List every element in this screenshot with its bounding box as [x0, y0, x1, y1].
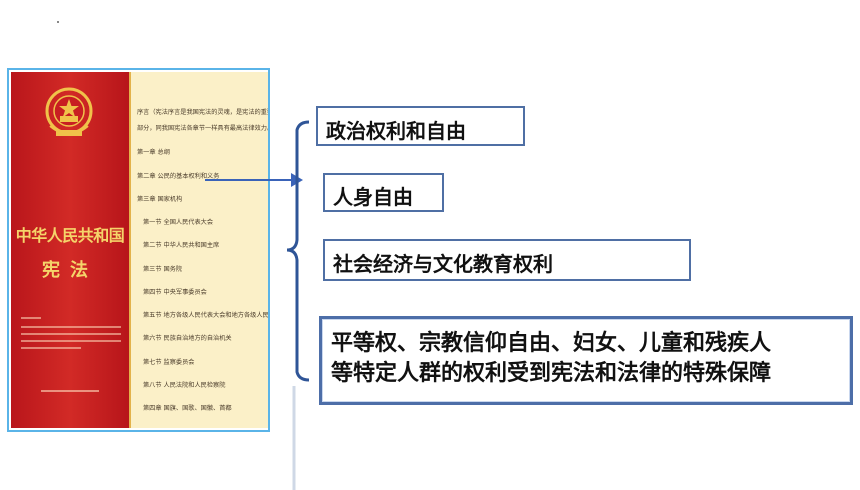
- social-economic-rights-box: 社会经济与文化教育权利: [323, 239, 691, 281]
- cover-publisher-mark: [41, 390, 99, 392]
- personal-freedom-box: 人身自由: [323, 173, 444, 212]
- toc-item: 第六节 民族自治地方的自治机关: [143, 335, 232, 342]
- toc-item: 第七节 监察委员会: [143, 359, 195, 366]
- toc-item: 第二节 中华人民共和国主席: [143, 242, 220, 249]
- toc-item: 第三章 国家机构: [137, 196, 183, 203]
- toc-item: 第二章 公民的基本权利和义务: [137, 173, 220, 180]
- cover-small-print: [21, 312, 121, 354]
- cover-subtitle: 宪法: [42, 260, 98, 281]
- special-protection-line-1: 平等权、宗教信仰自由、妇女、儿童和残疾人: [331, 331, 772, 356]
- table-of-contents: 序言（宪法序言是我国宪法的灵魂，是宪法的重要组成 部分，同我国宪法各章节一样具有…: [131, 72, 268, 428]
- toc-item: 第一节 全国人民代表大会: [143, 219, 214, 226]
- decorative-dot: [57, 21, 59, 23]
- bracket-icon: [286, 120, 310, 490]
- national-emblem-icon: [45, 87, 93, 136]
- toc-item: 第四节 中央军事委员会: [143, 289, 207, 296]
- toc-item: 第五节 地方各级人民代表大会和地方各级人民政府: [143, 312, 268, 319]
- toc-item: 第一章 总纲: [137, 149, 170, 156]
- toc-item: 第四章 国旗、国歌、国徽、首都: [143, 405, 232, 412]
- special-protection-box: 平等权、宗教信仰自由、妇女、儿童和残疾人 等特定人群的权利受到宪法和法律的特殊保…: [319, 316, 853, 405]
- cover-title: 中华人民共和国: [15, 226, 125, 245]
- constitution-image: 中华人民共和国 宪法 序言（宪法序言是我国宪法的灵魂，是宪法的重要组成 部分，同…: [7, 68, 270, 432]
- special-protection-line-2: 等特定人群的权利受到宪法和法律的特殊保障: [331, 361, 772, 386]
- constitution-cover: 中华人民共和国 宪法: [11, 72, 131, 428]
- toc-item: 序言（宪法序言是我国宪法的灵魂，是宪法的重要组成: [137, 109, 268, 116]
- toc-item: 第八节 人民法院和人民检察院: [143, 382, 226, 389]
- toc-item: 第三节 国务院: [143, 266, 183, 273]
- toc-item: 部分，同我国宪法各章节一样具有最高法律效力。）: [137, 125, 268, 132]
- political-rights-box: 政治权利和自由: [316, 106, 525, 146]
